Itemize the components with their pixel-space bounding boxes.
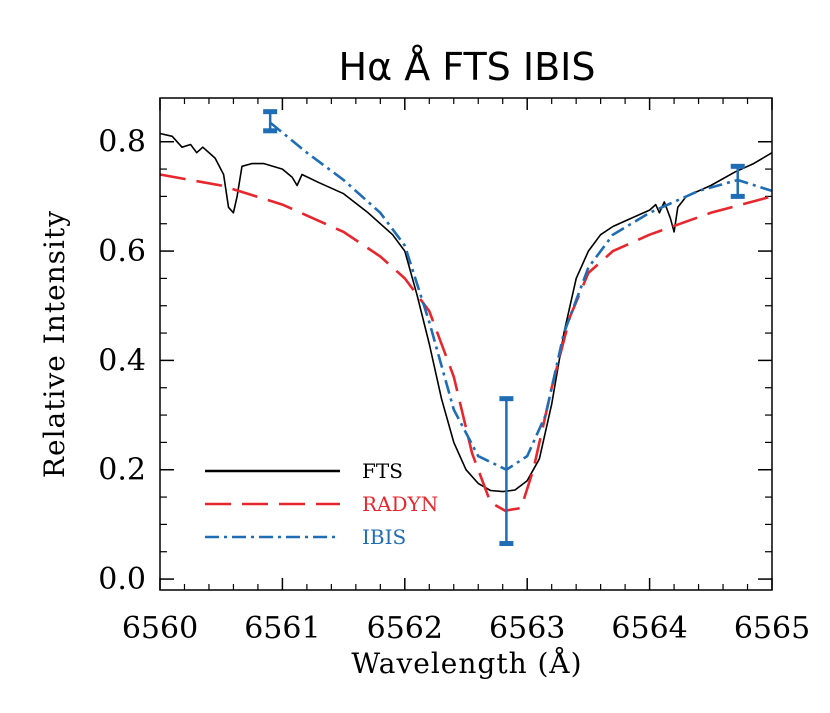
x-axis-title: Wavelength (Å) [351,647,582,680]
y-tick-label: 0.0 [98,562,146,597]
chart-title: Hα Å FTS IBIS [339,45,596,89]
x-tick-label: 6561 [244,611,320,646]
y-tick-label: 0.8 [98,125,146,160]
plot-frame [159,97,773,591]
x-tick-label: 6563 [489,611,565,646]
x-tick-label: 6564 [611,611,687,646]
y-tick-label: 0.2 [98,453,146,488]
legend: FTS RADYN IBIS [205,459,438,549]
y-tick-label: 0.4 [98,343,146,378]
x-tick-label: 6565 [734,611,810,646]
legend-label-ibis: IBIS [362,525,406,549]
y-tick-label: 0.6 [98,234,146,269]
tick-labels: 6560 6561 6562 6563 6564 6565 0.0 0.2 0.4 0.6 0.8 [98,125,810,646]
series-fts-line [159,132,773,493]
x-tick-label: 6562 [367,611,443,646]
legend-label-radyn: RADYN [362,492,438,516]
y-axis-title: Relative Intensity [38,210,71,478]
series-radyn-line [159,173,773,513]
axis-ticks [159,98,773,590]
plot-area [159,109,773,547]
x-tick-label: 6560 [122,611,198,646]
series-ibis-line [269,121,773,472]
legend-label-fts: FTS [362,459,403,483]
